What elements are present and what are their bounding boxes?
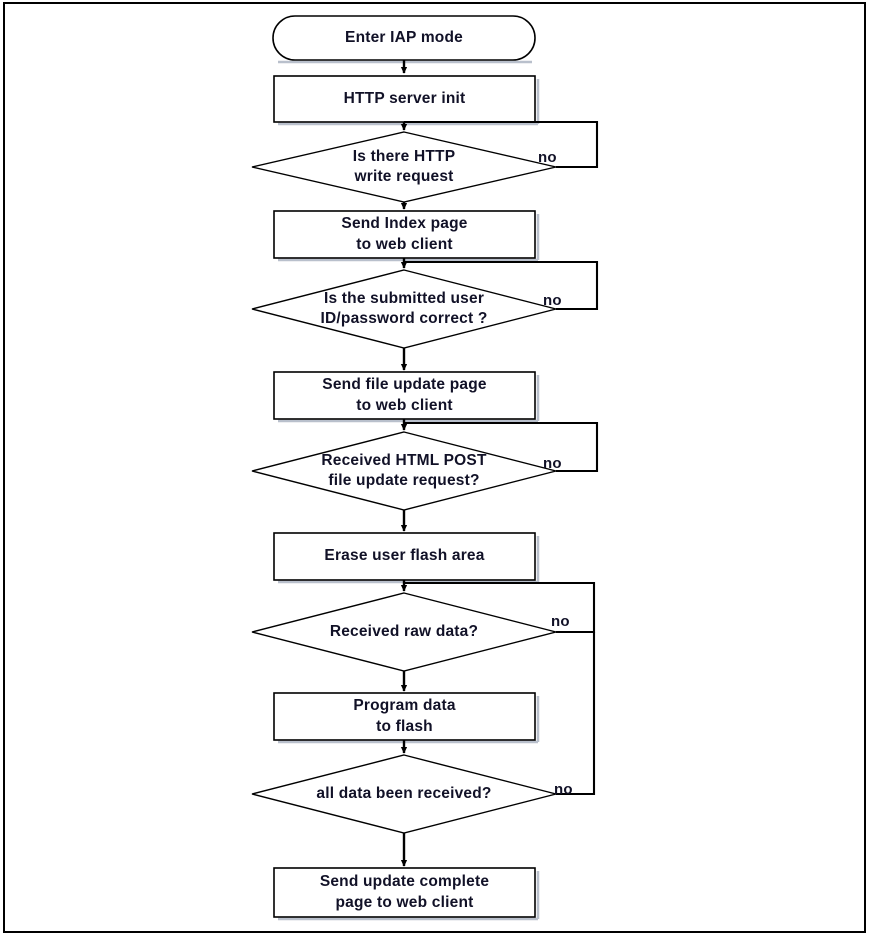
node-received-raw-data: [251, 592, 557, 672]
node-enter-iap-mode: [272, 15, 536, 61]
node-is-there-http-write-request: [251, 131, 557, 203]
image-frame-border: [3, 2, 866, 933]
node-http-server-init: [273, 75, 536, 123]
branch-label-no-received-raw-data: no: [551, 613, 570, 630]
node-is-userid-password-correct: [251, 269, 557, 349]
branch-label-no-html-post-request: no: [543, 455, 562, 472]
node-send-index-page: [273, 210, 536, 259]
branch-label-no-all-data-received: no: [554, 781, 573, 798]
branch-label-no-userid-password: no: [543, 292, 562, 309]
edge-q3-no-loopback: [404, 421, 599, 473]
edge-q1-no-loopback: [404, 120, 599, 169]
node-send-file-update-page: [273, 371, 536, 420]
node-received-html-post-file-update-request: [251, 431, 557, 511]
edge-q2-no-loopback: [404, 260, 599, 311]
branch-label-no-http-write-request: no: [538, 149, 557, 166]
edge-q4-no-loopback: [404, 581, 596, 634]
node-all-data-been-received: [251, 754, 557, 834]
node-erase-user-flash-area: [273, 532, 536, 581]
node-send-update-complete-page: [273, 867, 536, 918]
node-program-data-to-flash: [273, 692, 536, 741]
edge-q5-no-loopback: [556, 632, 596, 796]
